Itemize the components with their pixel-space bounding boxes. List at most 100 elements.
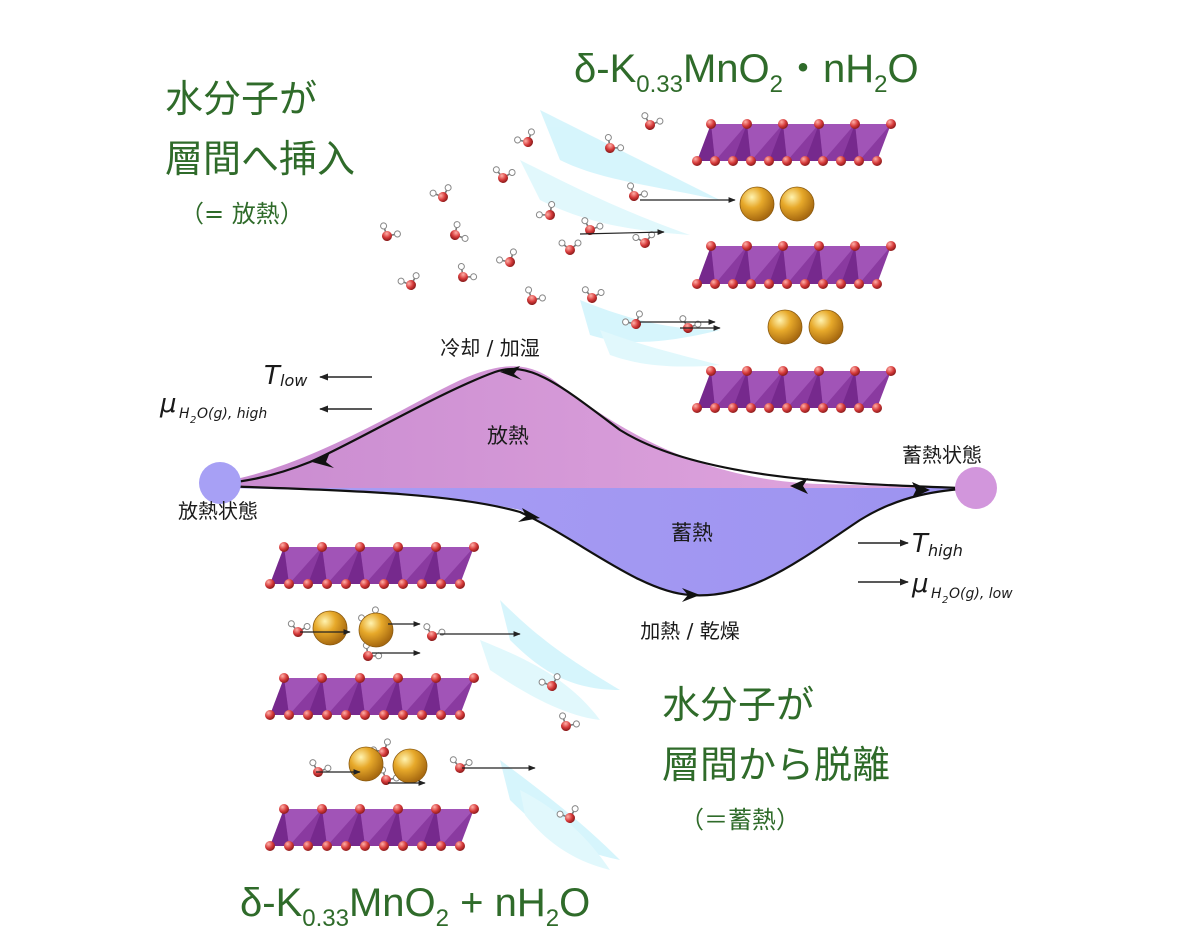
oxygen-atom — [393, 673, 403, 683]
oxygen-atom — [818, 156, 828, 166]
svg-text:O(g), high: O(g), high — [197, 406, 267, 422]
oxygen-atom — [585, 225, 595, 235]
water-molecule — [632, 231, 656, 248]
potassium-ion — [739, 186, 775, 222]
octahedron-face — [270, 678, 289, 715]
oxygen-atom — [587, 293, 597, 303]
octahedron-face — [855, 246, 891, 284]
oxygen-atom — [850, 241, 860, 251]
octahedron-face — [747, 124, 783, 161]
oxygen-atom — [764, 156, 774, 166]
oxygen-atom — [523, 137, 533, 147]
water-molecule — [457, 262, 478, 282]
octahedron-face — [360, 547, 398, 584]
oxygen-atom — [293, 627, 303, 637]
svg-text:H: H — [931, 586, 942, 602]
hydrogen-atom — [380, 222, 388, 230]
octahedron-face — [308, 547, 327, 584]
oxygen-atom — [800, 156, 810, 166]
potassium-ions — [312, 186, 844, 784]
oxygen-atom — [764, 403, 774, 413]
hydrogen-atom — [527, 128, 535, 136]
oxygen-atom — [455, 763, 465, 773]
water-molecule — [558, 239, 582, 255]
oxygen-atom — [379, 579, 389, 589]
water-molecule — [370, 738, 391, 757]
arrow-head-storage-right — [912, 482, 930, 498]
oxygen-atom — [872, 156, 882, 166]
oxygen-atom — [322, 579, 332, 589]
hydrogen-atom — [303, 622, 311, 630]
oxygen-atom — [886, 241, 896, 251]
octahedron-face — [436, 678, 474, 715]
octahedron-face — [322, 678, 360, 715]
oxygen-atom — [469, 804, 479, 814]
octahedron-face — [270, 809, 289, 846]
bottom-formula: δ-K0.33MnO2 + nH2O — [240, 881, 590, 932]
mno2-layer — [265, 673, 479, 720]
hydrogen-atom — [581, 217, 589, 225]
oxygen-atom — [379, 747, 389, 757]
hydrogen-atom — [309, 759, 317, 767]
remove-label-line1: 水分子が — [662, 683, 814, 727]
octahedron-face — [769, 124, 787, 161]
oxygen-atom — [379, 710, 389, 720]
oxygen-atom — [728, 156, 738, 166]
oxygen-atom — [706, 366, 716, 376]
oxygen-atom — [398, 579, 408, 589]
svg-text:2: 2 — [190, 415, 196, 426]
oxygen-atom — [406, 280, 416, 290]
oxygen-atom — [814, 241, 824, 251]
mno2-layer — [265, 542, 479, 589]
oxygen-atom — [284, 710, 294, 720]
hydrogen-atom — [574, 239, 582, 247]
oxygen-atom — [746, 156, 756, 166]
oxygen-atom — [279, 542, 289, 552]
hydrogen-atom — [617, 144, 625, 152]
hydrogen-atom — [556, 810, 564, 818]
hydrogen-atom — [679, 315, 687, 323]
octahedron-face — [422, 809, 441, 846]
oxygen-atom — [854, 279, 864, 289]
low-water-potential-condition: μ H 2 O(g), low — [858, 569, 1013, 606]
svg-text:μ: μ — [911, 569, 929, 599]
octahedron-face — [819, 246, 855, 284]
octahedron-face — [384, 678, 403, 715]
oxygen-atom — [782, 156, 792, 166]
svg-text:T: T — [264, 361, 282, 391]
hydrogen-atom — [538, 678, 546, 686]
oxygen-atom — [427, 631, 437, 641]
oxygen-atom — [814, 119, 824, 129]
hydrogen-atom — [371, 606, 379, 614]
octahedron-face — [270, 547, 289, 584]
mno2-layers — [265, 119, 896, 851]
arrow-head-release-right — [790, 478, 808, 494]
oxygen-atom — [322, 710, 332, 720]
svg-text:μ: μ — [159, 389, 177, 419]
remove-label-line2: 層間から脱離 — [662, 743, 890, 787]
octahedron-face — [398, 547, 436, 584]
arrow-head-release-top — [500, 366, 522, 380]
water-molecule — [287, 620, 311, 637]
arrow-head-storage-bottom — [682, 588, 700, 602]
octahedron-face — [322, 809, 360, 846]
oxygen-atom — [317, 804, 327, 814]
oxygen-atom — [284, 841, 294, 851]
hydrogen-atom — [492, 166, 500, 174]
oxygen-atom — [322, 841, 332, 851]
octahedron-face — [841, 371, 859, 408]
octahedron-face — [733, 124, 751, 161]
oxygen-atom — [265, 841, 275, 851]
octahedron-face — [436, 809, 474, 846]
oxygen-atom — [782, 403, 792, 413]
octahedron-face — [346, 809, 365, 846]
stored-state-label: 蓄熱状態 — [902, 443, 982, 467]
oxygen-atom — [692, 279, 702, 289]
octahedron-face — [697, 371, 715, 408]
octahedron-face — [819, 371, 855, 408]
oxygen-atom — [605, 143, 615, 153]
hydrogen-atom — [632, 233, 640, 241]
octahedron-face — [805, 371, 823, 408]
octahedron-face — [783, 371, 819, 408]
